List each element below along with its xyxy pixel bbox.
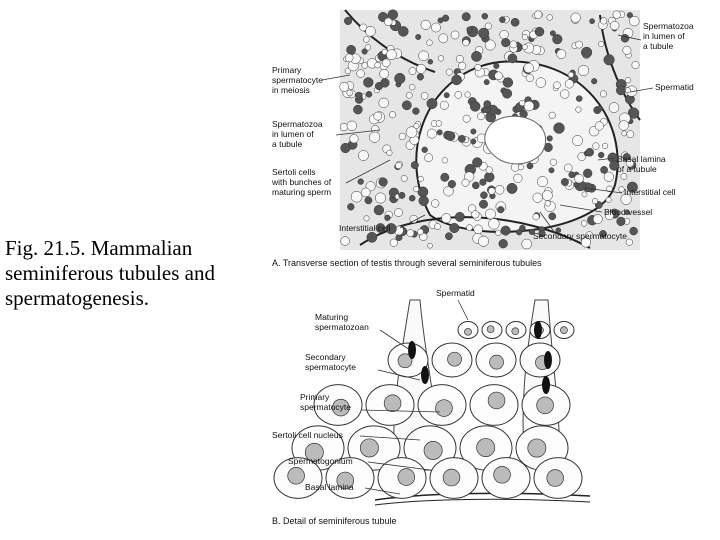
label-secondary-spermatocyte-a: Secondary spermatocyte [533, 231, 628, 241]
label-spermatid-b: Spermatid [436, 288, 475, 298]
figure-caption: Fig. 21.5. Mammalian seminiferous tubule… [5, 236, 215, 311]
label-interstitial-cell-bottom: Interstitial cell [339, 223, 391, 233]
label-spermatozoa-lumen-right: Spermatozoa in lumen of a tubule [643, 21, 694, 51]
label-spermatozoa-lumen-left: Spermatozoa in lumen of a tubule [272, 119, 323, 149]
tubule-detail-illustration [273, 299, 591, 506]
label-sertoli-nucleus: Sertoli cell nucleus [272, 430, 343, 440]
label-spermatid-a: Spermatid [655, 82, 694, 92]
label-spermatogonium: Spermatogonium [288, 456, 353, 466]
label-maturing-spermatozoan: Maturing spermatozoan [315, 312, 369, 332]
caption-a: A. Transverse section of testis through … [272, 258, 542, 268]
label-basal-lamina-b: Basal lamina [305, 482, 354, 492]
testis-section-illustration [339, 9, 641, 250]
label-primary-spermatocyte-b: Primary spermatocyte [300, 392, 352, 412]
label-blood-vessel: Blood vessel [604, 207, 653, 217]
label-secondary-spermatocyte-b: Secondary spermatocyte [305, 352, 357, 372]
label-basal-lamina-a: Basal lamina of a tubule [617, 154, 666, 174]
label-primary-spermatocyte-meiosis: Primary spermatocyte in meiosis [272, 65, 324, 95]
caption-b: B. Detail of seminiferous tubule [272, 516, 397, 526]
label-interstitial-cell-right: Interstitial cell [624, 187, 676, 197]
label-sertoli-cells: Sertoli cells with bunches of maturing s… [272, 167, 332, 197]
